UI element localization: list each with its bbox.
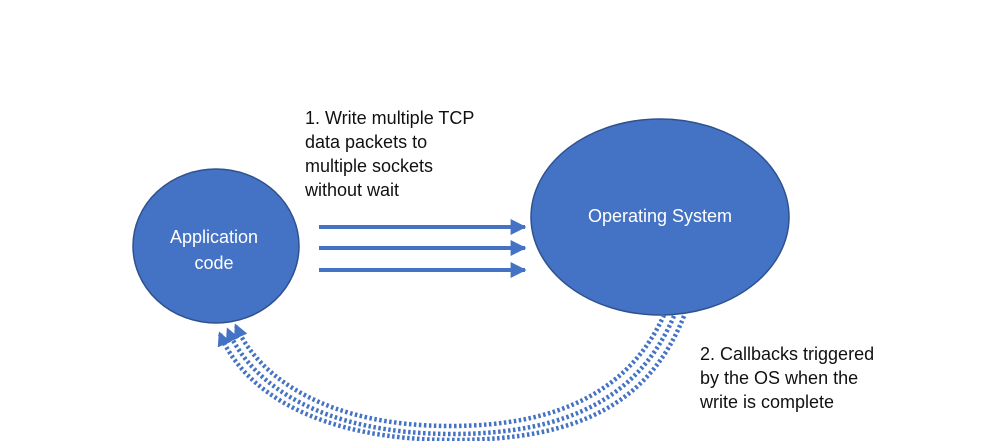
callback-annotation-line3: write is complete — [699, 392, 834, 412]
write-annotation-line2: data packets to — [305, 132, 427, 152]
operating-system-node: Operating System — [530, 118, 790, 316]
application-code-label-line2: code — [194, 253, 233, 273]
callback-annotation-line2: by the OS when the — [700, 368, 858, 388]
callback-annotation: 2. Callbacks triggered by the OS when th… — [699, 344, 874, 412]
write-annotation-line3: multiple sockets — [305, 156, 433, 176]
callback-arrow — [217, 315, 687, 441]
application-code-node: Application code — [132, 168, 300, 324]
write-annotation-line1: 1. Write multiple TCP — [305, 108, 474, 128]
callback-arrow — [225, 315, 677, 437]
write-annotation-line4: without wait — [304, 180, 399, 200]
write-annotation: 1. Write multiple TCP data packets to mu… — [304, 108, 474, 200]
callback-annotation-line1: 2. Callbacks triggered — [700, 344, 874, 364]
write-arrows — [319, 219, 527, 278]
callback-arrow — [233, 314, 667, 429]
callback-arrows — [217, 314, 687, 441]
operating-system-label: Operating System — [588, 206, 732, 226]
operating-system-ellipse — [530, 118, 790, 316]
application-code-label-line1: Application — [170, 227, 258, 247]
application-code-ellipse — [132, 168, 300, 324]
